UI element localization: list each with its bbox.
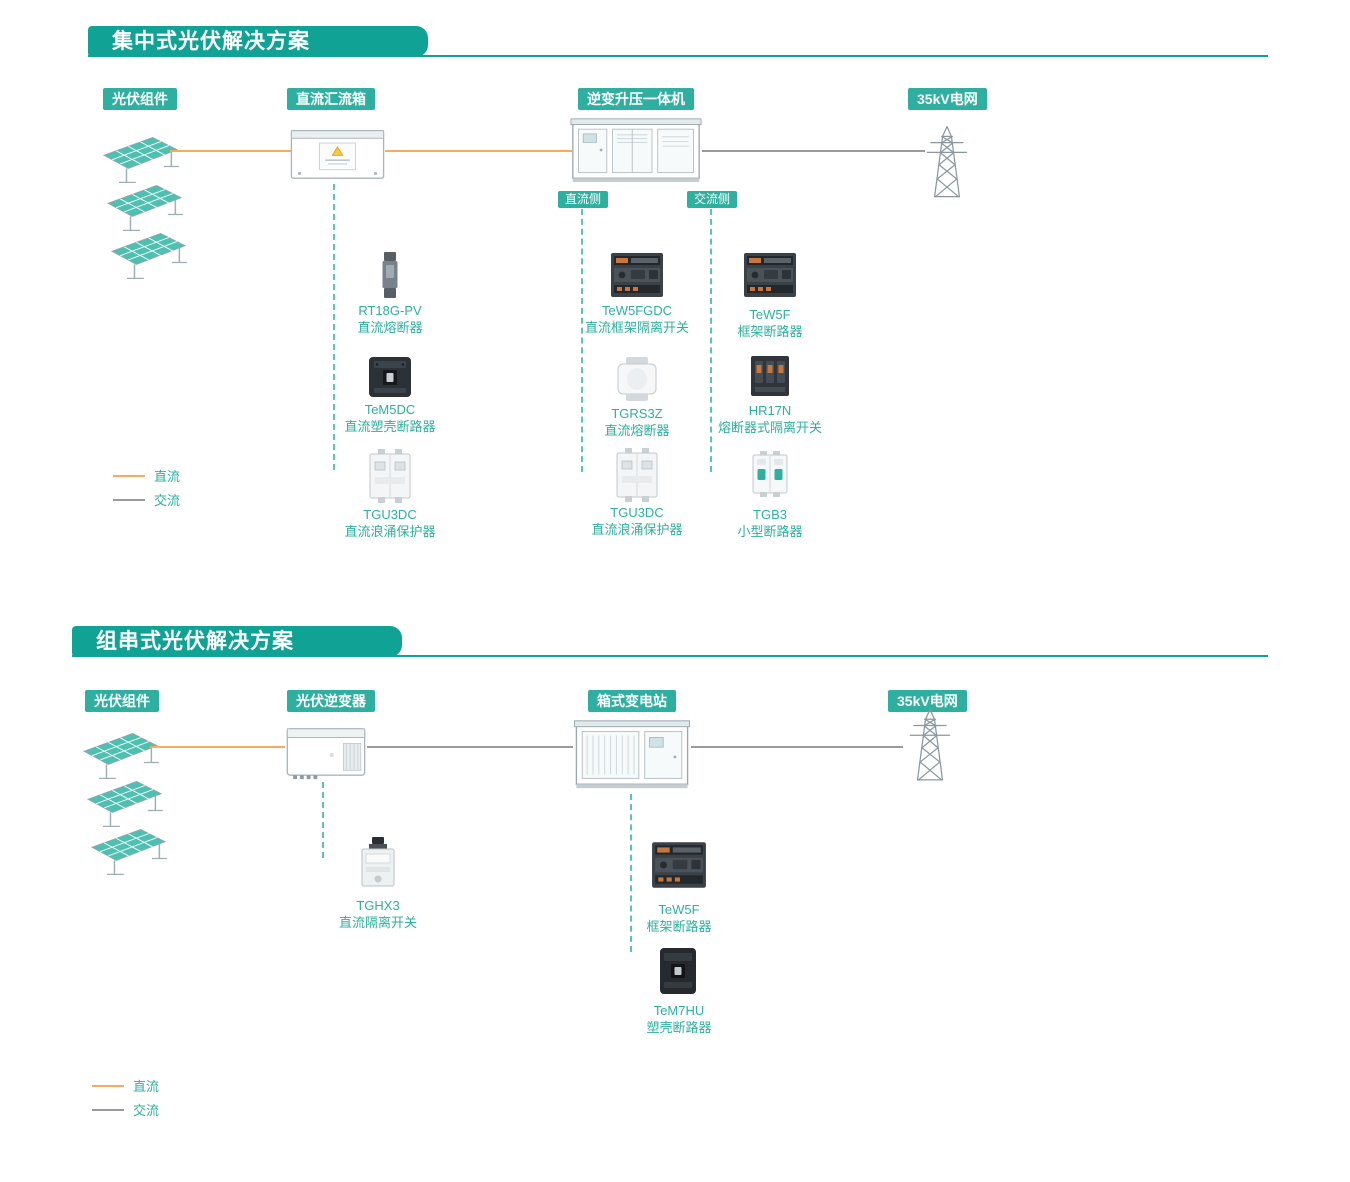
product-label-tem7hu: TeM7HU 塑壳断路器 bbox=[604, 1002, 754, 1036]
product-desc: 框架断路器 bbox=[646, 919, 712, 934]
pv-panel-icon bbox=[106, 226, 191, 284]
header-grid-35kv-2: 35kV电网 bbox=[888, 690, 967, 712]
header-inverter-booster: 逆变升压一体机 bbox=[578, 88, 694, 110]
string-inverter-icon bbox=[285, 724, 367, 782]
dashed-branch-ac-side bbox=[710, 209, 712, 472]
dashed-branch-combiner bbox=[333, 184, 335, 470]
dashed-branch-substation bbox=[630, 794, 632, 952]
product-label-tgu3dc-2: TGU3DC 直流浪涌保护器 bbox=[562, 504, 712, 538]
inverter-booster-station-icon bbox=[570, 112, 702, 186]
product-desc: 直流熔断器 bbox=[357, 320, 423, 335]
ac-line-inverter-to-substation bbox=[367, 746, 573, 748]
product-desc: 小型断路器 bbox=[737, 524, 803, 539]
legend-dc-1: 直流 bbox=[113, 466, 180, 485]
header-grid-35kv-1: 35kV电网 bbox=[908, 88, 987, 110]
product-name: TGHX3 bbox=[356, 898, 400, 913]
legend-ac-1: 交流 bbox=[113, 490, 180, 509]
legend-ac-label: 交流 bbox=[154, 493, 181, 508]
product-name: TeW5F bbox=[749, 307, 791, 322]
dc-line-combiner-to-inverter bbox=[385, 150, 572, 152]
header-pv-inverter: 光伏逆变器 bbox=[287, 690, 375, 712]
product-desc: 熔断器式隔离开关 bbox=[717, 420, 822, 435]
product-desc: 直流隔离开关 bbox=[338, 915, 417, 930]
header-pv-modules-1: 光伏组件 bbox=[103, 88, 177, 110]
header-dc-combiner-box: 直流汇流箱 bbox=[287, 88, 375, 110]
ac-line-substation-to-grid bbox=[691, 746, 903, 748]
tgrs3z-fuse-icon bbox=[614, 355, 660, 403]
product-name: HR17N bbox=[748, 403, 792, 418]
product-name: TGU3DC bbox=[363, 507, 417, 522]
product-name: TeM7HU bbox=[653, 1003, 705, 1018]
product-label-rt18g-pv: RT18G-PV 直流熔断器 bbox=[315, 302, 465, 336]
legend-dc-label: 直流 bbox=[133, 1079, 160, 1094]
dashed-branch-inverter bbox=[322, 782, 324, 858]
section1-title: 集中式光伏解决方案 bbox=[88, 26, 428, 57]
tem7hu-breaker-icon bbox=[656, 946, 700, 996]
product-label-hr17n: HR17N 熔断器式隔离开关 bbox=[695, 402, 845, 436]
product-desc: 直流熔断器 bbox=[604, 423, 670, 438]
product-desc: 直流浪涌保护器 bbox=[344, 524, 436, 539]
product-label-tgrs3z: TGRS3Z 直流熔断器 bbox=[562, 405, 712, 439]
tghx3-switch-icon bbox=[357, 836, 399, 890]
dc-combiner-box-icon bbox=[290, 124, 385, 183]
legend-dc-line bbox=[113, 474, 145, 477]
box-substation-icon bbox=[573, 714, 691, 794]
ac-side-badge: 交流侧 bbox=[687, 191, 738, 208]
tew5f-breaker-icon bbox=[742, 251, 798, 299]
transmission-tower-icon bbox=[922, 124, 972, 202]
hr17n-fuse-switch-icon bbox=[749, 353, 791, 399]
section2-title-rule bbox=[72, 655, 1268, 657]
dc-line-panels-to-combiner bbox=[170, 150, 292, 152]
dc-side-badge: 直流侧 bbox=[558, 191, 609, 208]
product-name: RT18G-PV bbox=[358, 303, 422, 318]
product-label-tew5f-2: TeW5F 框架断路器 bbox=[604, 901, 754, 935]
product-name: TeW5FGDC bbox=[601, 303, 673, 318]
legend-ac-line bbox=[113, 498, 145, 501]
section2-title: 组串式光伏解决方案 bbox=[72, 626, 402, 657]
product-desc: 直流框架隔离开关 bbox=[584, 320, 689, 335]
product-label-tem5dc: TeM5DC 直流塑壳断路器 bbox=[315, 401, 465, 435]
pv-panel-icon bbox=[86, 822, 171, 880]
header-box-substation: 箱式变电站 bbox=[588, 690, 676, 712]
product-label-tghx3: TGHX3 直流隔离开关 bbox=[303, 897, 453, 931]
legend-dc-2: 直流 bbox=[92, 1076, 159, 1095]
tgb3-mcb-icon bbox=[747, 451, 793, 497]
tgu3dc-spd-icon bbox=[366, 449, 414, 503]
section1-title-rule bbox=[88, 55, 1268, 57]
product-label-tew5fgdc: TeW5FGDC 直流框架隔离开关 bbox=[562, 302, 712, 336]
transmission-tower-icon bbox=[905, 704, 955, 788]
tem5dc-breaker-icon bbox=[367, 355, 413, 399]
tgu3dc-spd-icon bbox=[613, 448, 661, 502]
dc-line-panels-to-inverter bbox=[150, 746, 285, 748]
legend-ac-label: 交流 bbox=[133, 1103, 160, 1118]
dashed-branch-dc-side bbox=[581, 209, 583, 472]
header-pv-modules-2: 光伏组件 bbox=[85, 690, 159, 712]
product-name: TGU3DC bbox=[610, 505, 664, 520]
legend-ac-line bbox=[92, 1108, 124, 1111]
product-name: TeM5DC bbox=[364, 402, 416, 417]
legend-dc-label: 直流 bbox=[154, 469, 181, 484]
rt18g-pv-fuse-icon bbox=[380, 250, 400, 300]
product-label-tew5f-1: TeW5F 框架断路器 bbox=[695, 306, 845, 340]
tew5f-breaker-icon bbox=[650, 840, 708, 890]
product-desc: 塑壳断路器 bbox=[646, 1020, 712, 1035]
product-name: TeW5F bbox=[658, 902, 700, 917]
product-label-tgb3: TGB3 小型断路器 bbox=[695, 506, 845, 540]
product-name: TGB3 bbox=[753, 507, 787, 522]
product-label-tgu3dc-1: TGU3DC 直流浪涌保护器 bbox=[315, 506, 465, 540]
ac-line-inverter-to-grid bbox=[702, 150, 925, 152]
legend-dc-line bbox=[92, 1084, 124, 1087]
product-desc: 直流浪涌保护器 bbox=[591, 522, 683, 537]
product-name: TGRS3Z bbox=[611, 406, 663, 421]
legend-ac-2: 交流 bbox=[92, 1100, 159, 1119]
tew5fgdc-switch-icon bbox=[609, 251, 665, 299]
product-desc: 框架断路器 bbox=[737, 324, 803, 339]
product-desc: 直流塑壳断路器 bbox=[344, 419, 436, 434]
